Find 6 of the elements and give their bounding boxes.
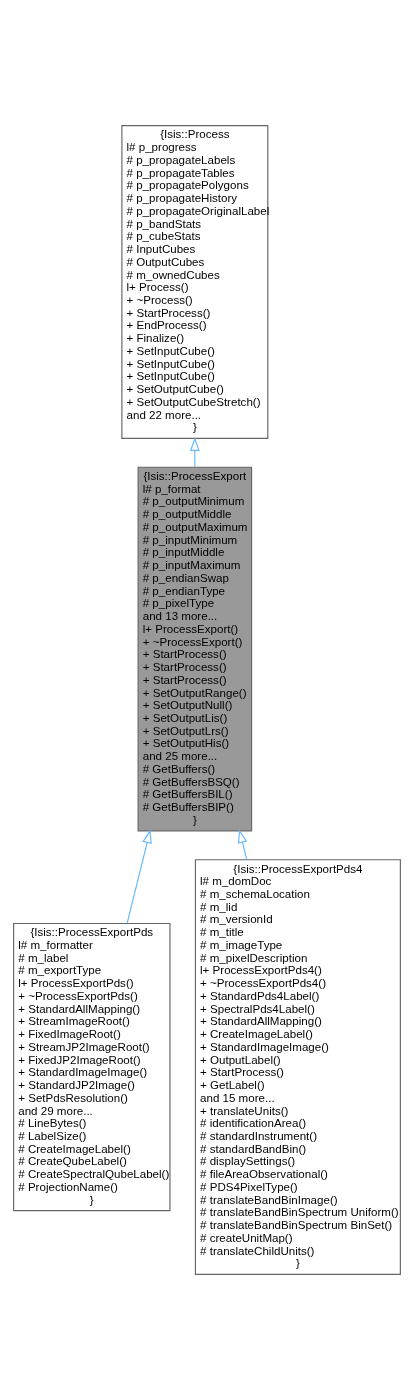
node-box: {Isis::ProcessExportPds4 l# m_domDoc # m_schemaLocation # m_lid # m_versionId # m_title # m_imageType # m_pixelDescription l+ ProcessExportPds4() + ~ProcessExportPds4() + StandardPds4Label() + SpectralPds4Label() + StandardAllMapping() + CreateImageLabel() + StandardImageImage() + OutputLabel() + StartProcess() + GetLabel() and 15 more... + translateUnits() # identificationArea() # standardInstrument() # standardBandBin() # displaySettings() # fileAreaObservational() # PDS4PixelType() # translateBandBinImage() # translateBandBinSpectrum Uniform() # translateBandBinSpectrum BinSet() # createUnitMap() # translateChildUnits() } — [194, 859, 401, 1275]
node-box: {Isis::ProcessExportPds l# m_formatter # m_label # m_exportType l+ ProcessExportPds() + ~ProcessExportPds() + StandardAllMapping() + StreamImageRoot() + FixedImageRoot() + StreamJP2ImageRoot() + FixedJP2ImageRoot() + StandardImageImage() + StandardJP2Image() + SetPdsResolution() and 29 more... # LineBytes() # LabelSize() # CreateImageLabel() # CreateQubeLabel() # CreateSpectralQubeLabel() # ProjectionName() } — [12, 922, 171, 1212]
arrow — [126, 829, 152, 924]
arrow — [237, 829, 247, 861]
node-box: {Isis::ProcessExport l# p_format # p_outputMinimum # p_outputMiddle # p_outputMaximum # p_inputMinimum # p_inputMiddle # p_inputMaximum # p_endianSwap # p_endianType # p_pixelType and 13 more... l+ ProcessExport() + ~ProcessExport() + StartProcess() + StartProcess() + StartProcess() + SetOutputRange() + SetOutputNull() + SetOutputLis() + SetOutputLrs() + SetOutputHis() and 25 more... # GetBuffers() # GetBuffersBSQ() # GetBuffersBIL() # GetBuffersBIP() } — [137, 466, 252, 832]
node-box: {Isis::Process l# p_progress # p_propagateLabels # p_propagateTables # p_propagatePolygons # p_propagateHistory # p_propagateOriginalLabel # p_bandStats # p_cubeStats # InputCubes # OutputCubes # m_ownedCubes l+ Process() + ~Process() + StartProcess() + EndProcess() + Finalize() + SetInputCube() + SetInputCube() + SetInputCube() + SetOutputCube() + SetOutputCubeStretch() and 22 more... } — [120, 125, 268, 439]
